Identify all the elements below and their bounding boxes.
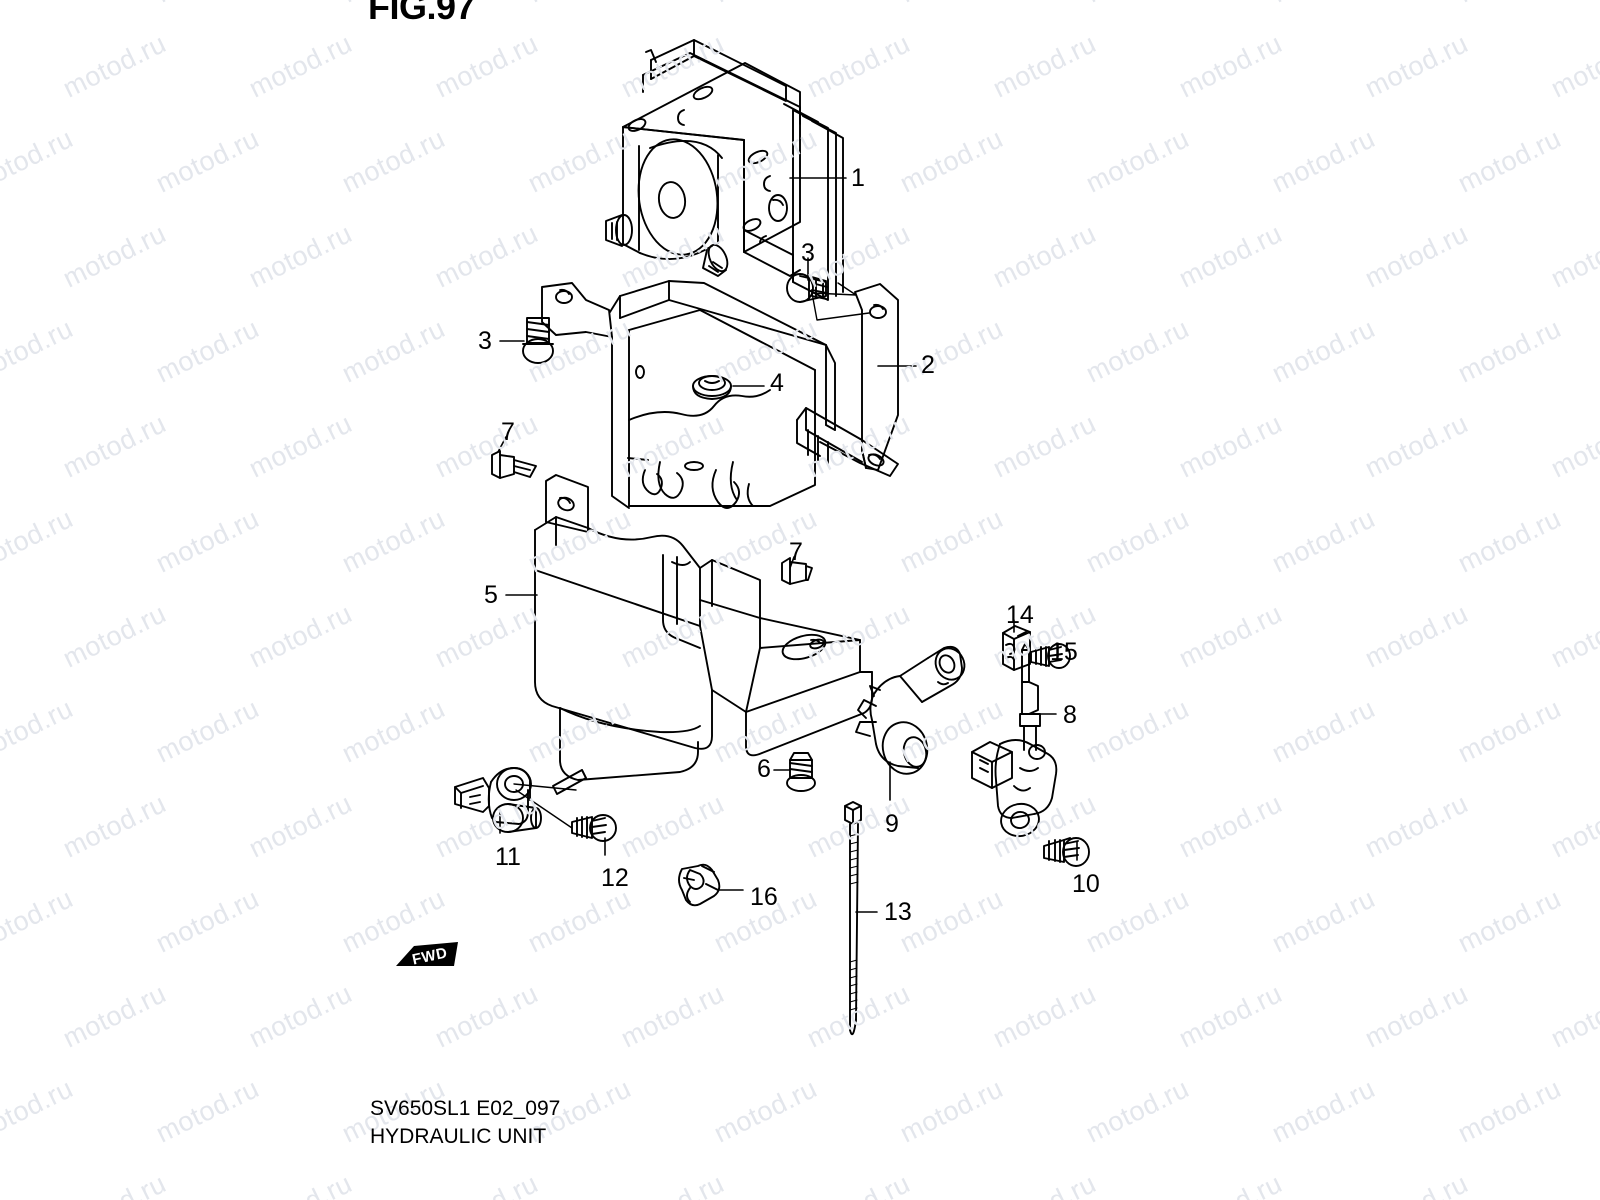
callout-number-abs-hydraulic-unit: 1 [851,164,865,192]
part-abs-sensor-front [855,645,966,775]
part-cable-tie [844,801,862,1036]
figure-title: FIG.97 [368,0,476,27]
part-bolt-sensor-lower [1043,837,1090,867]
part-wire-clamp [1002,625,1031,671]
callout-number-clip-lower: 7 [789,538,803,566]
callout-number-hydraulic-unit-bracket: 2 [921,351,935,379]
section-name: HYDRAULIC UNIT [370,1125,547,1149]
callout-number-bolt-left: 3 [478,327,492,355]
callout-number-bolt-clamp: 15 [1050,638,1078,666]
part-screw-cover [786,752,816,792]
callout-number-bolt-sensor-rear: 12 [601,864,629,892]
callout-number-abs-sensor-rear: 11 [495,843,521,871]
callout-number-hydraulic-unit-cover: 5 [484,581,498,609]
callout-number-clip-upper: 7 [501,418,515,446]
callout-number-abs-sensor-front: 9 [885,810,899,838]
callout-number-hose-clip: 16 [750,883,778,911]
callout-number-sensor-rotor-shaft: 8 [1063,701,1077,729]
part-bolt-left [522,317,554,364]
callout-number-wire-clamp: 14 [1006,601,1034,629]
part-bolt-sensor-rear [515,789,617,842]
part-clip-lower [781,557,813,585]
callout-leader-lines [497,177,1078,913]
part-clip-upper [491,450,537,479]
part-hose-clip [678,863,721,907]
part-sensor-rotor-shaft [1019,643,1041,751]
callout-number-bolt-upper: 3 [801,239,815,267]
callout-number-cushion-grommet: 4 [770,369,784,397]
part-bolt-upper [786,273,828,303]
callout-number-screw-cover: 6 [757,755,771,783]
callout-number-cable-tie: 13 [884,898,912,926]
callout-number-bolt-sensor-lower: 10 [1072,870,1100,898]
part-hydraulic-unit-cover [534,474,873,781]
diagram-caption: SV650SL1 E02_097 HYDRAULIC UNIT [370,1095,560,1152]
part-abs-hydraulic-unit [605,39,844,301]
part-bolt-clamp [1030,643,1071,669]
fwd-orientation-marker: FWD [392,940,462,976]
part-abs-sensor-rear [454,767,587,833]
part-sensor-body-lower [971,739,1058,838]
part-hydraulic-unit-bracket [541,280,899,509]
model-code: SV650SL1 E02_097 [370,1097,561,1120]
